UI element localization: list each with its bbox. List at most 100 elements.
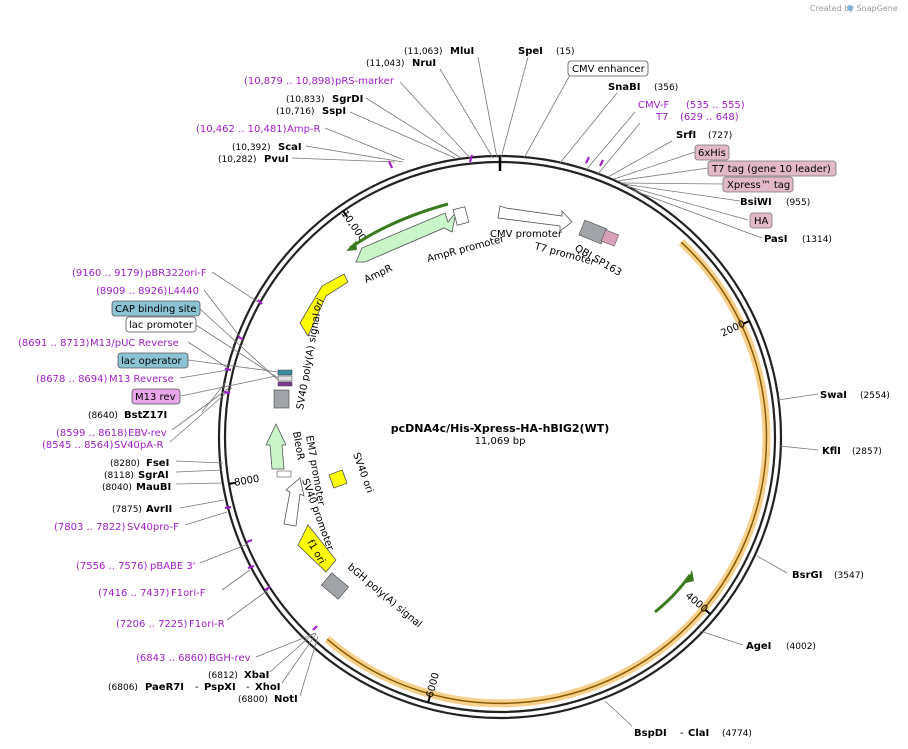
primer-marks <box>223 154 604 631</box>
site-name: AvrII <box>146 504 172 515</box>
site-pos: (4002) <box>786 642 816 652</box>
primer-mark-pbabe <box>246 538 253 544</box>
site-name: MauBI <box>136 482 171 493</box>
leader-lines <box>169 56 819 727</box>
leader-fsei <box>175 460 224 464</box>
primer-range: (8909 .. 8926) <box>96 286 168 297</box>
primer-range: (8545 .. 8564) <box>42 440 114 451</box>
plasmid-name: pcDNA4c/His-Xpress-HA-hBIG2(WT) <box>391 422 610 435</box>
site-srfi[interactable]: SrfI (727) <box>676 130 732 141</box>
site-fsei[interactable]: (8280) FseI <box>110 458 169 469</box>
site-sgrai[interactable]: (8118) SgrAI <box>104 470 169 481</box>
feature-xpress-tag[interactable]: Xpress™ tag <box>722 176 794 193</box>
primer-f1ori-r[interactable]: (7206 .. 7225) F1ori-R <box>116 619 225 630</box>
site-maubi[interactable]: (8040) MauBI <box>102 482 171 493</box>
snapgene-credit: Created by SnapGene <box>810 4 898 13</box>
site-pos: (6806) <box>108 683 138 693</box>
site-pos: (8640) <box>88 411 118 421</box>
primer-m13-puc-reverse[interactable]: (8691 .. 8713) M13/pUC Reverse <box>18 338 179 349</box>
site-scai[interactable]: (10,392) ScaI <box>232 142 302 153</box>
primer-m13-reverse[interactable]: (8678 .. 8694) M13 Reverse <box>36 374 174 385</box>
primer-sv40pro-f[interactable]: (7803 .. 7822) SV40pro-F <box>54 522 179 533</box>
primer-sv40pa-r[interactable]: (8545 .. 8564) SV40pA-R <box>42 440 163 451</box>
feature-lac-promoter[interactable]: lac promoter <box>125 316 197 333</box>
feature-box <box>125 316 197 333</box>
leader-xpress <box>619 182 724 185</box>
leader-pasi <box>631 189 763 239</box>
primer-pbr322ori-f[interactable]: (9160 .. 9179) pBR322ori-F <box>72 268 207 279</box>
primer-name: pRS-marker <box>335 76 395 87</box>
site-pos: (356) <box>654 83 678 93</box>
primer-prs-marker[interactable]: (10,879 .. 10,898) pRS-marker <box>244 76 395 87</box>
site-pos: (15) <box>556 47 574 57</box>
backbone-outer-ring <box>217 154 783 720</box>
leader-snabi <box>559 92 618 164</box>
leader-noti <box>299 635 319 697</box>
site-bstz17i[interactable]: (8640) BstZ17I <box>88 410 167 421</box>
primer-name: Amp-R <box>287 124 321 135</box>
feature-lac-operator[interactable]: lac operator <box>117 352 189 369</box>
site-name: NotI <box>274 694 298 705</box>
feature-cmv-enhancer[interactable]: CMV enhancer <box>567 60 649 77</box>
primer-cmv-f[interactable]: CMV-F (535 .. 555) <box>638 100 745 111</box>
primer-name: pBR322ori-F <box>145 268 207 279</box>
site-name: BstZ17I <box>124 410 167 421</box>
leader-avrii <box>179 499 225 509</box>
primer-f1ori-f[interactable]: (7416 .. 7437) F1ori-F <box>98 588 206 599</box>
feature-cap-binding-site[interactable]: CAP binding site <box>111 300 201 317</box>
site-pvui[interactable]: (10,282) PvuI <box>218 154 289 165</box>
site-pos: (4774) <box>722 729 752 739</box>
site-xbai[interactable]: (6812) XbaI <box>208 670 269 681</box>
site-pasi[interactable]: PasI (1314) <box>764 234 832 245</box>
site-paer7i-pspxi-xhoi[interactable]: (6806) PaeR7I - PspXI - XhoI <box>108 682 280 693</box>
feature-t7-tag[interactable]: T7 tag (gene 10 leader) <box>707 160 837 177</box>
f1-ori-feature <box>297 524 337 573</box>
primer-name: BGH-rev <box>209 653 251 664</box>
leader-ebv-rev <box>171 387 230 431</box>
site-snabi[interactable]: SnaBI (356) <box>608 82 678 93</box>
site-kfli[interactable]: KflI (2857) <box>822 446 882 457</box>
primer-ebv-rev[interactable]: (8599 .. 8618) EBV-rev <box>56 428 167 439</box>
feature-m13-rev[interactable]: M13 rev <box>131 388 181 405</box>
site-bsiwi[interactable]: BsiWI (955) <box>740 197 810 208</box>
site-bspdi-clai[interactable]: BspDI - ClaI (4774) <box>634 728 752 739</box>
feature-ha[interactable]: HA <box>749 212 773 229</box>
primer-t7[interactable]: T7 (629 .. 648) <box>655 112 739 123</box>
leader-sspi <box>349 111 456 159</box>
ampr-orf-arrowhead <box>346 241 357 251</box>
site-name: SrfI <box>676 130 696 141</box>
tick-mark <box>704 608 712 615</box>
primer-bgh-rev[interactable]: (6843 .. 6860) BGH-rev <box>136 653 251 664</box>
feature-6xhis[interactable]: 6xHis <box>694 144 730 161</box>
leader-cmv-enhancer <box>523 74 571 159</box>
site-nrui[interactable]: (11,043) NruI <box>366 58 436 69</box>
site-name: AgeI <box>746 641 771 652</box>
primer-amp-r[interactable]: (10,462 .. 10,481) Amp-R <box>196 124 321 135</box>
site-agei[interactable]: AgeI (4002) <box>746 641 816 652</box>
site-mlui[interactable]: (11,063) MluI <box>404 46 474 57</box>
leader-prs-marker <box>399 81 471 159</box>
leader-t7 <box>597 122 641 175</box>
site-name: SgrAI <box>138 470 169 481</box>
primer-pbabe-3[interactable]: (7556 .. 7576) pBABE 3' <box>76 561 196 572</box>
primer-name: T7 <box>655 112 668 123</box>
primer-name: SV40pro-F <box>127 522 179 533</box>
site-sspi[interactable]: (10,716) SspI <box>276 106 346 117</box>
site-spei[interactable]: SpeI (15) <box>518 46 574 57</box>
primer-range: (9160 .. 9179) <box>72 268 144 279</box>
leader-swai <box>777 393 819 401</box>
primer-l4440[interactable]: (8909 .. 8926) L4440 <box>96 286 199 297</box>
site-sgrdi[interactable]: (10,833) SgrDI <box>286 94 363 105</box>
site-pos: (11,063) <box>404 47 443 57</box>
site-swai[interactable]: SwaI (2554) <box>820 390 890 401</box>
leader-cmv-f <box>585 111 636 171</box>
site-noti[interactable]: (6800) NotI <box>238 694 298 705</box>
site-pos: (6800) <box>238 695 268 705</box>
primer-name: EBV-rev <box>128 428 167 439</box>
site-avrii[interactable]: (7875) AvrII <box>112 504 172 515</box>
site-bsrgi[interactable]: BsrGI (3547) <box>792 570 864 581</box>
primer-name: M13/pUC Reverse <box>90 338 179 349</box>
site-pos: (2554) <box>860 391 890 401</box>
primer-mark-bgh <box>312 625 318 631</box>
feature-box <box>117 352 189 369</box>
